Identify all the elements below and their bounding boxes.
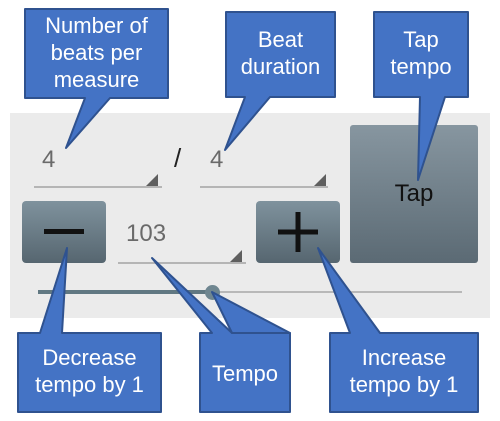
- beat-duration-underline: [200, 186, 328, 188]
- tempo-field[interactable]: 103: [126, 220, 166, 248]
- dropdown-corner-icon: [146, 174, 158, 186]
- tempo-slider-fill: [38, 290, 212, 294]
- dropdown-corner-icon: [314, 174, 326, 186]
- beats-per-measure-underline: [34, 186, 162, 188]
- increase-tempo-button[interactable]: [256, 201, 340, 263]
- decrease-tempo-button[interactable]: [22, 201, 106, 263]
- callout-decrease-text: Decrease tempo by 1: [35, 345, 144, 397]
- tempo-slider-thumb[interactable]: [205, 285, 220, 300]
- tempo-value: 103: [126, 220, 167, 247]
- callout-increase-text: Increase tempo by 1: [349, 345, 459, 397]
- beats-per-measure-field[interactable]: 4: [42, 146, 55, 174]
- dropdown-corner-icon: [230, 250, 242, 262]
- tempo-underline: [118, 262, 246, 264]
- beat-duration-field[interactable]: 4: [210, 146, 223, 174]
- tap-tempo-button[interactable]: Tap: [350, 125, 478, 263]
- beats-per-measure-value: 4: [42, 146, 56, 173]
- callout-beats-text: Number of beats per measure: [45, 13, 148, 92]
- callout-tempo-text: Tempo: [211, 361, 279, 386]
- plus-icon: [278, 212, 318, 252]
- minus-icon: [44, 229, 84, 234]
- tap-label: Tap: [394, 180, 434, 207]
- callout-tap-text: Tap tempo: [390, 27, 452, 79]
- beat-duration-value: 4: [210, 146, 224, 173]
- time-signature-separator: /: [174, 143, 182, 173]
- callout-duration-text: Beat duration: [240, 27, 321, 79]
